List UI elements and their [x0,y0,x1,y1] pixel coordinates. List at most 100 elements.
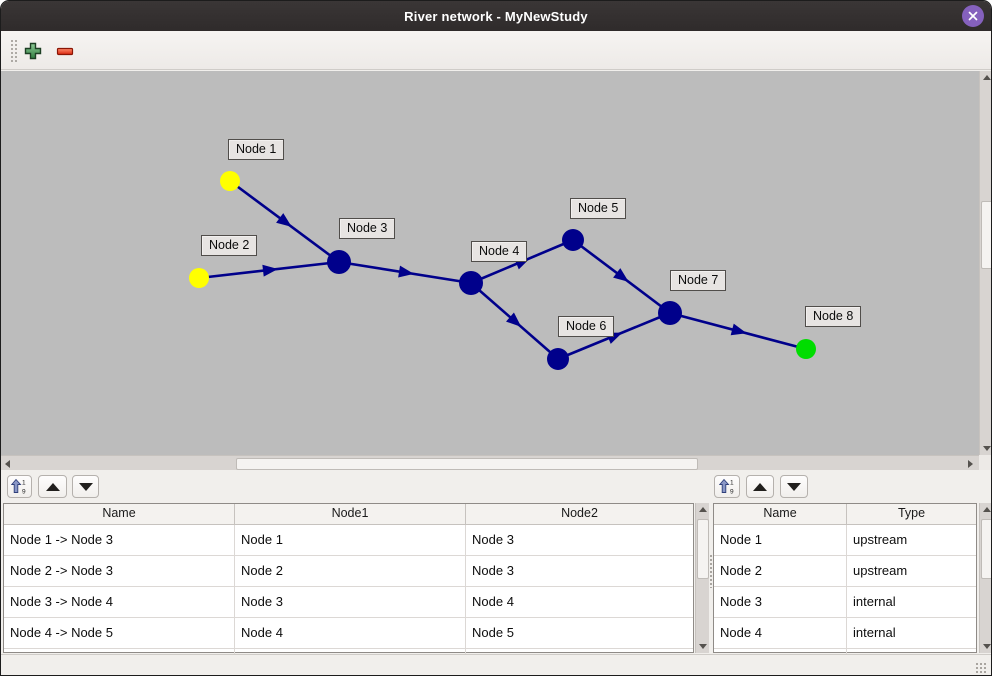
arrow-up-icon [982,507,991,512]
nodes-table-scrollbar[interactable] [979,503,991,653]
node-label[interactable]: Node 2 [201,235,258,256]
sort-ascending-icon: 1 9 [718,478,734,495]
remove-node-button[interactable] [52,38,78,64]
scroll-up-button[interactable] [980,71,991,84]
cell: Node 4 [472,594,514,609]
status-bar [1,654,991,675]
nodes-table-header: Name Type [714,504,976,525]
move-up-icon [753,482,767,491]
graph-node-node-7[interactable] [658,301,682,325]
arrow-up-icon [698,507,707,512]
close-button[interactable] [962,5,984,27]
edge-arrow-icon [398,265,414,278]
column-header-node1[interactable]: Node1 [235,504,466,524]
cell: Node 1 -> Node 3 [4,525,235,555]
scroll-right-button[interactable] [964,457,977,470]
edge-arrow-icon [262,264,278,277]
edge-arrow-icon [730,323,747,336]
node-label[interactable]: Node 6 [558,316,615,337]
node-label[interactable]: Node 7 [670,270,727,291]
table-row[interactable]: Node 4 -> Node 5 Node 4 Node 5 [4,618,693,649]
table-row[interactable] [4,649,693,656]
move-down-icon [78,482,93,491]
resize-grip[interactable] [975,662,987,674]
table-row[interactable]: Node 2 -> Node 3 Node 2 Node 3 [4,556,693,587]
scroll-down-button[interactable] [980,640,991,653]
node-label[interactable]: Node 8 [805,306,862,327]
arrow-down-icon [982,446,991,451]
svg-text:1: 1 [22,480,26,487]
links-table-header: Name Node1 Node2 [4,504,693,525]
nodes-move-down-button[interactable] [780,475,808,498]
toolbar-grip[interactable] [10,39,18,63]
cell: internal [853,594,896,609]
links-move-up-button[interactable] [38,475,67,498]
table-row[interactable]: Node 2 upstream [714,556,976,587]
graph-horizontal-scrollbar[interactable] [1,455,979,470]
table-row[interactable]: Node 4 internal [714,618,976,649]
node-label[interactable]: Node 4 [471,241,528,262]
cell: Node 5 [472,625,514,640]
graph-labels-layer: Node 1 Node 2 Node 3 Node 4 Node 5 Node 6 Node… [1,71,979,455]
graph-node-node-1[interactable] [220,171,240,191]
scrollbar-thumb[interactable] [981,519,991,579]
links-table-scrollbar[interactable] [695,503,709,653]
column-header-name[interactable]: Name [4,504,235,524]
scroll-up-button[interactable] [696,503,709,516]
table-row[interactable]: Node 1 upstream [714,525,976,556]
edge-arrow-icon [506,312,522,327]
column-header-node2[interactable]: Node2 [561,506,598,520]
node-label[interactable]: Node 5 [570,198,627,219]
scroll-down-button[interactable] [696,640,709,653]
table-row[interactable]: Node 3 internal [714,587,976,618]
cell: upstream [853,532,908,547]
graph-vertical-scrollbar[interactable] [979,71,991,455]
table-row[interactable]: Node 1 -> Node 3 Node 1 Node 3 [4,525,693,556]
graph-node-node-5[interactable] [562,229,584,251]
graph-svg[interactable] [1,71,979,455]
scrollbar-thumb[interactable] [236,458,698,470]
svg-text:1: 1 [730,480,734,487]
arrow-down-icon [982,644,991,649]
nodes-table: Name Type Node 1 upstream Node 2 upstrea… [713,503,977,656]
river-network-canvas[interactable]: Node 1 Node 2 Node 3 Node 4 Node 5 Node 6 Node… [1,71,979,455]
close-icon [968,11,978,21]
links-move-down-button[interactable] [72,475,99,498]
arrow-up-icon [982,75,991,80]
table-row[interactable] [714,649,976,656]
cell: Node 4 [714,618,847,648]
cell [235,649,466,656]
plus-icon [24,42,42,60]
node-label[interactable]: Node 3 [339,218,396,239]
nodes-sort-button[interactable]: 1 9 [714,475,740,498]
graph-node-node-2[interactable] [189,268,209,288]
column-header-name[interactable]: Name [714,504,847,524]
cell: Node 3 -> Node 4 [4,587,235,617]
add-node-button[interactable] [20,38,46,64]
scrollbar-thumb[interactable] [981,201,991,269]
cell: Node 2 [714,556,847,586]
column-header-type[interactable]: Type [897,506,926,520]
scroll-down-button[interactable] [980,442,991,455]
minus-icon [56,47,74,56]
edge-arrow-icon [613,268,629,282]
graph-node-node-6[interactable] [547,348,569,370]
links-sort-button[interactable]: 1 9 [7,475,32,498]
graph-node-node-8[interactable] [796,339,816,359]
nodes-move-up-button[interactable] [746,475,774,498]
cell: Node 4 [235,618,466,648]
cell: Node 4 -> Node 5 [4,618,235,648]
scroll-left-button[interactable] [1,457,14,470]
panel-splitter[interactable] [709,554,715,588]
cell: Node 3 [235,587,466,617]
arrow-right-icon [968,459,973,468]
node-label[interactable]: Node 1 [228,139,285,160]
graph-node-node-4[interactable] [459,271,483,295]
table-row[interactable]: Node 3 -> Node 4 Node 3 Node 4 [4,587,693,618]
svg-text:9: 9 [730,489,734,495]
scrollbar-thumb[interactable] [697,519,709,579]
graph-node-node-3[interactable] [327,250,351,274]
links-table: Name Node1 Node2 Node 1 -> Node 3 Node 1… [3,503,694,656]
scroll-up-button[interactable] [980,503,991,516]
title-bar[interactable]: River network - MyNewStudy [1,1,991,31]
